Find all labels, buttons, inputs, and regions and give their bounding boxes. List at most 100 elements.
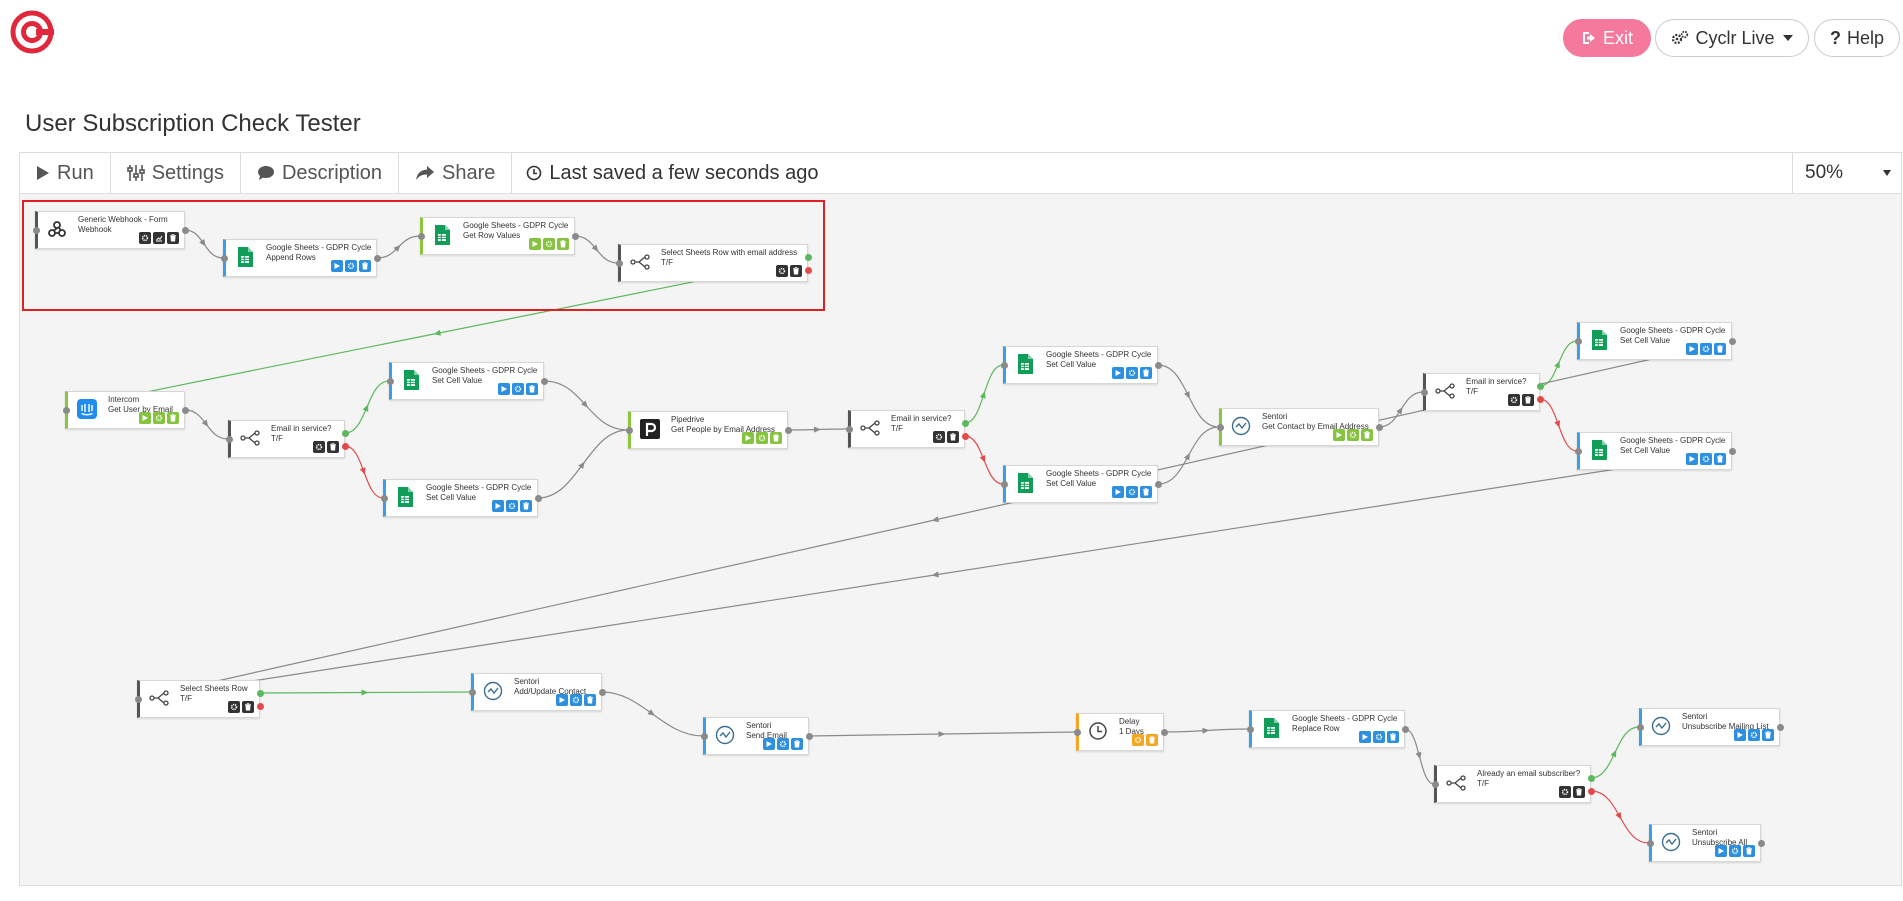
input-port[interactable]	[1421, 389, 1428, 396]
play-icon[interactable]	[763, 738, 775, 750]
cyclr-logo-icon[interactable]	[10, 10, 54, 54]
gear-icon[interactable]	[512, 383, 524, 395]
trash-icon[interactable]	[1714, 343, 1726, 355]
settings-button[interactable]: Settings	[111, 153, 241, 193]
trash-icon[interactable]	[584, 694, 596, 706]
input-port[interactable]	[418, 233, 425, 240]
output-port[interactable]	[1155, 481, 1162, 488]
output-port[interactable]	[182, 227, 189, 234]
gear-icon[interactable]	[777, 738, 789, 750]
gear-icon[interactable]	[1126, 486, 1138, 498]
trash-icon[interactable]	[242, 701, 254, 713]
play-icon[interactable]	[1112, 486, 1124, 498]
trash-icon[interactable]	[557, 238, 569, 250]
input-port[interactable]	[33, 227, 40, 234]
output-port[interactable]	[1758, 840, 1765, 847]
play-icon[interactable]	[529, 238, 541, 250]
trash-icon[interactable]	[1762, 729, 1774, 741]
gear-icon[interactable]	[139, 232, 151, 244]
share-button[interactable]: Share	[399, 153, 513, 193]
input-port[interactable]	[1247, 726, 1254, 733]
input-port[interactable]	[1001, 481, 1008, 488]
true-port[interactable]	[962, 420, 969, 427]
input-port[interactable]	[1575, 338, 1582, 345]
play-icon[interactable]	[556, 694, 568, 706]
input-port[interactable]	[221, 255, 228, 262]
input-port[interactable]	[1217, 424, 1224, 431]
false-port[interactable]	[342, 443, 349, 450]
input-port[interactable]	[626, 427, 633, 434]
exit-button[interactable]: Exit	[1563, 19, 1651, 57]
output-port[interactable]	[535, 495, 542, 502]
play-icon[interactable]	[1686, 343, 1698, 355]
output-port[interactable]	[1729, 338, 1736, 345]
trash-icon[interactable]	[947, 431, 959, 443]
true-port[interactable]	[342, 430, 349, 437]
trash-icon[interactable]	[1146, 734, 1158, 746]
zoom-select[interactable]: 50%	[1792, 153, 1901, 193]
input-port[interactable]	[1647, 840, 1654, 847]
trash-icon[interactable]	[520, 500, 532, 512]
output-port[interactable]	[572, 233, 579, 240]
output-port[interactable]	[374, 255, 381, 262]
false-port[interactable]	[1537, 396, 1544, 403]
trash-icon[interactable]	[359, 260, 371, 272]
input-port[interactable]	[1432, 781, 1439, 788]
play-icon[interactable]	[492, 500, 504, 512]
output-port[interactable]	[1777, 724, 1784, 731]
play-icon[interactable]	[1112, 367, 1124, 379]
gear-icon[interactable]	[1126, 367, 1138, 379]
gear-icon[interactable]	[570, 694, 582, 706]
input-port[interactable]	[63, 407, 70, 414]
gear-icon[interactable]	[1347, 429, 1359, 441]
step-node[interactable]: Email in service?T/F	[226, 420, 349, 458]
gear-icon[interactable]	[1559, 786, 1571, 798]
description-button[interactable]: Description	[241, 153, 400, 193]
trash-icon[interactable]	[1522, 394, 1534, 406]
gear-icon[interactable]	[506, 500, 518, 512]
gear-icon[interactable]	[933, 431, 945, 443]
play-icon[interactable]	[1686, 453, 1698, 465]
play-icon[interactable]	[498, 383, 510, 395]
output-port[interactable]	[541, 378, 548, 385]
output-port[interactable]	[599, 689, 606, 696]
chart-icon[interactable]	[153, 232, 165, 244]
gear-icon[interactable]	[1700, 453, 1712, 465]
play-icon[interactable]	[1333, 429, 1345, 441]
trash-icon[interactable]	[526, 383, 538, 395]
gear-icon[interactable]	[756, 432, 768, 444]
play-icon[interactable]	[1359, 731, 1371, 743]
step-node[interactable]: Already an email subscriber?T/F	[1432, 765, 1595, 803]
output-port[interactable]	[806, 733, 813, 740]
trash-icon[interactable]	[167, 412, 179, 424]
input-port[interactable]	[846, 426, 853, 433]
input-port[interactable]	[226, 436, 233, 443]
cyclr-live-dropdown[interactable]: Cyclr Live	[1655, 19, 1809, 57]
output-port[interactable]	[1161, 729, 1168, 736]
false-port[interactable]	[962, 433, 969, 440]
output-port[interactable]	[1376, 424, 1383, 431]
trash-icon[interactable]	[1387, 731, 1399, 743]
input-port[interactable]	[1637, 724, 1644, 731]
help-button[interactable]: ? Help	[1814, 19, 1900, 57]
trash-icon[interactable]	[770, 432, 782, 444]
input-port[interactable]	[135, 696, 142, 703]
input-port[interactable]	[616, 260, 623, 267]
gear-icon[interactable]	[345, 260, 357, 272]
true-port[interactable]	[1537, 383, 1544, 390]
trash-icon[interactable]	[167, 232, 179, 244]
